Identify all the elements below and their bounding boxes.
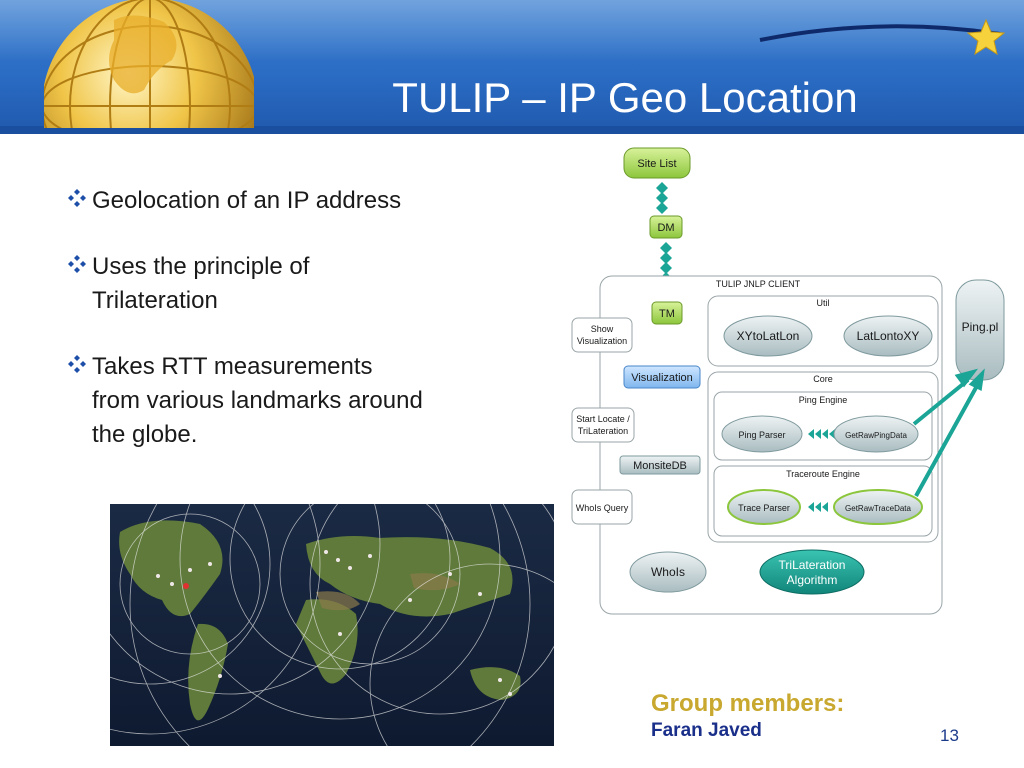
site-list-label: Site List bbox=[637, 158, 676, 170]
ping-parser-node: Ping Parser bbox=[721, 415, 803, 453]
bullet-item: Uses the principle of Trilateration bbox=[62, 250, 512, 318]
chevron-chain-icon bbox=[656, 182, 668, 214]
util-label: Util bbox=[817, 298, 830, 308]
trace-parser-label: Trace Parser bbox=[738, 503, 790, 513]
bullet-item: Takes RTT measurements from various land… bbox=[62, 350, 512, 452]
monsite-db-node: MonsiteDB bbox=[619, 455, 701, 475]
architecture-diagram: Site List DM TULIP JNLP CLIENT TM Util X… bbox=[571, 147, 1005, 615]
star-icon bbox=[966, 18, 1006, 56]
whois-node: WhoIs bbox=[629, 551, 707, 593]
get-raw-trace-data-node: GetRawTraceData bbox=[833, 489, 923, 525]
latlon-to-xy-node: LatLontoXY bbox=[843, 315, 933, 357]
diamond-bullet-icon bbox=[68, 189, 86, 207]
globe-logo-icon bbox=[44, 0, 254, 128]
bullet-text: Geolocation of an IP address bbox=[92, 187, 402, 214]
ping-pl-label: Ping.pl bbox=[962, 320, 999, 334]
site-list-node: Site List bbox=[623, 147, 691, 179]
whois-query-box: WhoIs Query bbox=[571, 489, 633, 525]
tulip-client-label: TULIP JNLP CLIENT bbox=[716, 279, 801, 289]
start-locate-box: Start Locate / TriLateration bbox=[571, 407, 635, 443]
visualization-label: Visualization bbox=[631, 372, 693, 384]
ping-parser-label: Ping Parser bbox=[738, 430, 785, 440]
trilateration-algorithm-node: TriLateration Algorithm bbox=[759, 549, 865, 595]
header-bottom-band bbox=[0, 126, 1024, 134]
core-label: Core bbox=[813, 374, 833, 384]
get-raw-trace-data-label: GetRawTraceData bbox=[845, 504, 912, 513]
xy-to-latlon-node: XYtoLatLon bbox=[723, 315, 813, 357]
tm-label: TM bbox=[659, 308, 675, 320]
page-number: 13 bbox=[940, 726, 959, 745]
bullet-list: Geolocation of an IP address Uses the pr… bbox=[62, 184, 512, 484]
bullet-text: Takes RTT measurements from various land… bbox=[92, 353, 423, 448]
visualization-node: Visualization bbox=[623, 365, 701, 389]
show-visualization-label-1: Show bbox=[591, 324, 614, 334]
bullet-text: Uses the principle of Trilateration bbox=[92, 253, 310, 314]
dm-node: DM bbox=[649, 215, 683, 239]
whois-label: WhoIs bbox=[651, 565, 685, 579]
bullet-item: Geolocation of an IP address bbox=[62, 184, 512, 218]
xy-to-latlon-label: XYtoLatLon bbox=[737, 329, 800, 343]
group-members-label: Group members: bbox=[651, 690, 845, 717]
diamond-bullet-icon bbox=[68, 355, 86, 373]
dm-label: DM bbox=[657, 222, 674, 234]
arrow-connector bbox=[912, 368, 985, 497]
whois-query-label: WhoIs Query bbox=[576, 503, 629, 513]
show-visualization-label-2: Visualization bbox=[577, 336, 627, 346]
ping-pl-node: Ping.pl bbox=[955, 279, 1005, 381]
world-map-image bbox=[110, 504, 554, 746]
latlon-to-xy-label: LatLontoXY bbox=[857, 329, 920, 343]
diamond-bullet-icon bbox=[68, 255, 86, 273]
start-locate-label-2: TriLateration bbox=[578, 426, 628, 436]
trilateration-label-1: TriLateration bbox=[779, 558, 846, 572]
start-locate-label-1: Start Locate / bbox=[576, 414, 630, 424]
ping-engine-label: Ping Engine bbox=[799, 395, 848, 405]
get-raw-ping-data-label: GetRawPingData bbox=[845, 431, 907, 440]
trace-parser-node: Trace Parser bbox=[727, 489, 801, 525]
traceroute-engine-label: Traceroute Engine bbox=[786, 469, 860, 479]
member-name: Faran Javed bbox=[651, 720, 762, 741]
slide-header: TULIP – IP Geo Location bbox=[0, 0, 1024, 134]
get-raw-ping-data-node: GetRawPingData bbox=[833, 415, 919, 453]
chevron-left-icon bbox=[808, 429, 835, 439]
monsite-db-label: MonsiteDB bbox=[633, 460, 687, 472]
star-swoosh-decoration bbox=[759, 18, 1006, 56]
slide-title: TULIP – IP Geo Location bbox=[392, 74, 858, 121]
chevron-left-icon bbox=[808, 502, 828, 512]
trilateration-label-2: Algorithm bbox=[787, 573, 838, 587]
tm-node: TM bbox=[651, 301, 683, 325]
show-visualization-box: Show Visualization bbox=[571, 317, 633, 353]
